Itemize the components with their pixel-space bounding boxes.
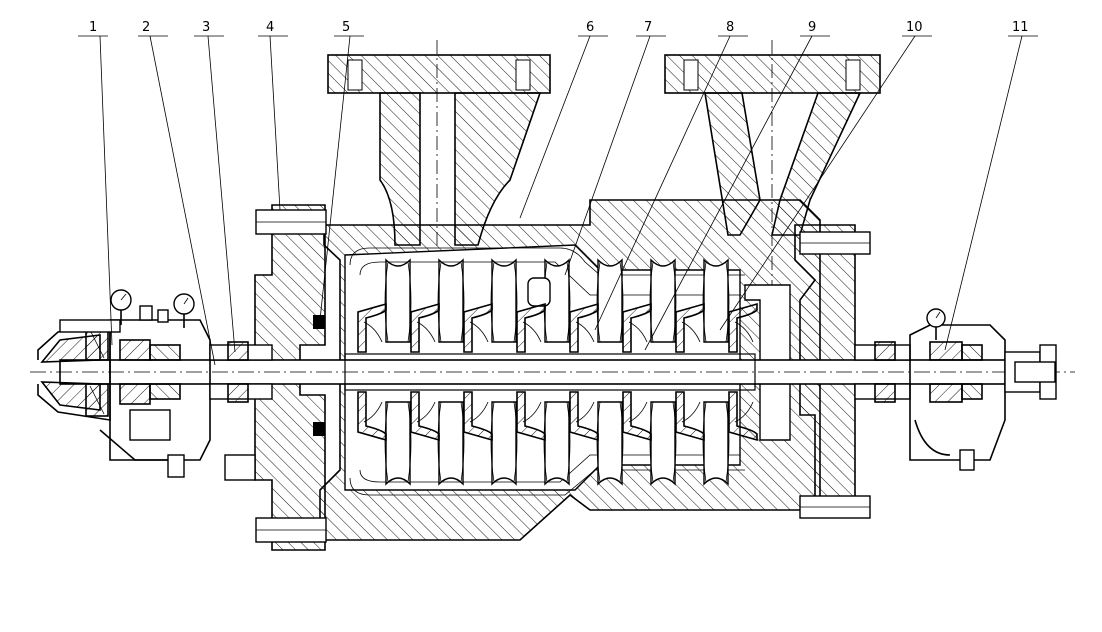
callout-7: 7 — [644, 20, 652, 35]
shaft — [30, 353, 1075, 391]
callout-1: 1 — [89, 20, 97, 35]
callout-11: 11 — [1012, 20, 1029, 35]
callout-9: 9 — [808, 20, 816, 35]
callout-labels: 1 2 3 4 5 6 7 8 9 10 11 — [89, 20, 1029, 35]
left-bearing-assembly — [37, 289, 273, 481]
right-bearing-assembly — [854, 308, 1057, 471]
callout-6: 6 — [586, 20, 594, 35]
suction-nozzle — [327, 40, 551, 250]
callout-5: 5 — [342, 20, 350, 35]
callout-2: 2 — [142, 20, 150, 35]
callout-10: 10 — [906, 20, 923, 35]
leader-lines — [78, 35, 1038, 366]
callout-4: 4 — [266, 20, 274, 35]
callout-8: 8 — [726, 20, 734, 35]
callout-3: 3 — [202, 20, 210, 35]
